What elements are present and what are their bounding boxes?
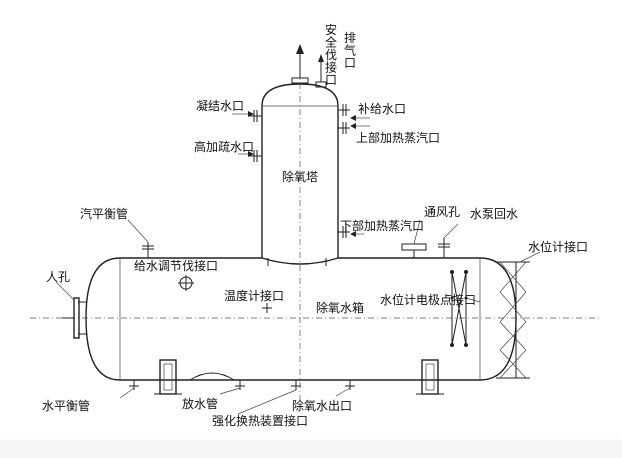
exhaust-nozzle xyxy=(291,77,309,84)
safety-valve-arrow-icon xyxy=(318,54,324,62)
label-upper-steam: 上部加热蒸汽口 xyxy=(356,130,440,145)
heat-exchange-dome xyxy=(189,372,235,381)
level-gauge xyxy=(496,261,530,379)
label-level-gauge: 水位计接口 xyxy=(528,239,588,254)
label-lower-steam: 下部加热蒸汽口 xyxy=(340,218,424,233)
left-saddle xyxy=(154,359,182,395)
lower-steam-nozzle xyxy=(338,226,350,238)
label-condensate: 凝结水口 xyxy=(196,98,244,113)
label-tower: 除氧塔 xyxy=(282,169,318,184)
bottom-nozzles xyxy=(129,380,355,390)
tank-shell xyxy=(85,257,517,381)
label-thermometer: 温度计接口 xyxy=(224,288,284,303)
label-feedwater-valve: 给水调节伐接口 xyxy=(134,258,218,273)
right-saddle xyxy=(416,359,444,395)
bottom-band xyxy=(0,440,622,458)
steam-balance-nozzle xyxy=(142,242,154,258)
exhaust-arrow-icon xyxy=(296,44,304,54)
condensate-nozzle xyxy=(250,110,262,122)
deaerator-tank xyxy=(30,238,600,395)
label-drain: 放水管 xyxy=(182,396,218,411)
label-manhole: 人孔 xyxy=(46,270,70,284)
label-steam-balance: 汽平衡管 xyxy=(80,206,128,221)
vent-nozzle xyxy=(401,243,427,258)
label-pump-return: 水泵回水 xyxy=(470,207,518,221)
makeup-water-nozzle xyxy=(338,104,350,116)
label-makeup-water: 补给水口 xyxy=(358,102,406,116)
label-safety-valve: 安全伐接口 xyxy=(325,22,337,87)
upper-steam-nozzle xyxy=(338,122,350,134)
level-electrode-frame xyxy=(450,270,468,347)
label-level-electrode: 水位计电极点接口 xyxy=(380,292,476,307)
labels: 排气口 安全伐接口 凝结水口 补给水口 上部加热蒸汽口 高加疏水口 除氧塔 汽平… xyxy=(42,22,588,428)
deaerator-tower xyxy=(250,44,350,400)
label-outlet: 除氧水出口 xyxy=(292,398,352,413)
label-exhaust: 排气口 xyxy=(344,31,356,70)
label-water-balance: 水平衡管 xyxy=(42,398,90,413)
feedwater-valve-connector xyxy=(178,275,194,291)
label-vent: 通风孔 xyxy=(424,205,460,219)
manhole xyxy=(62,297,86,339)
high-drain-nozzle xyxy=(250,150,262,162)
thermometer-connector xyxy=(262,303,272,313)
label-high-drain: 高加疏水口 xyxy=(194,139,254,154)
label-heat-exchange: 强化换热装置接口 xyxy=(212,413,308,428)
pump-return-nozzle xyxy=(438,238,450,258)
label-tank: 除氧水箱 xyxy=(316,300,364,315)
leader-lines xyxy=(55,111,541,415)
